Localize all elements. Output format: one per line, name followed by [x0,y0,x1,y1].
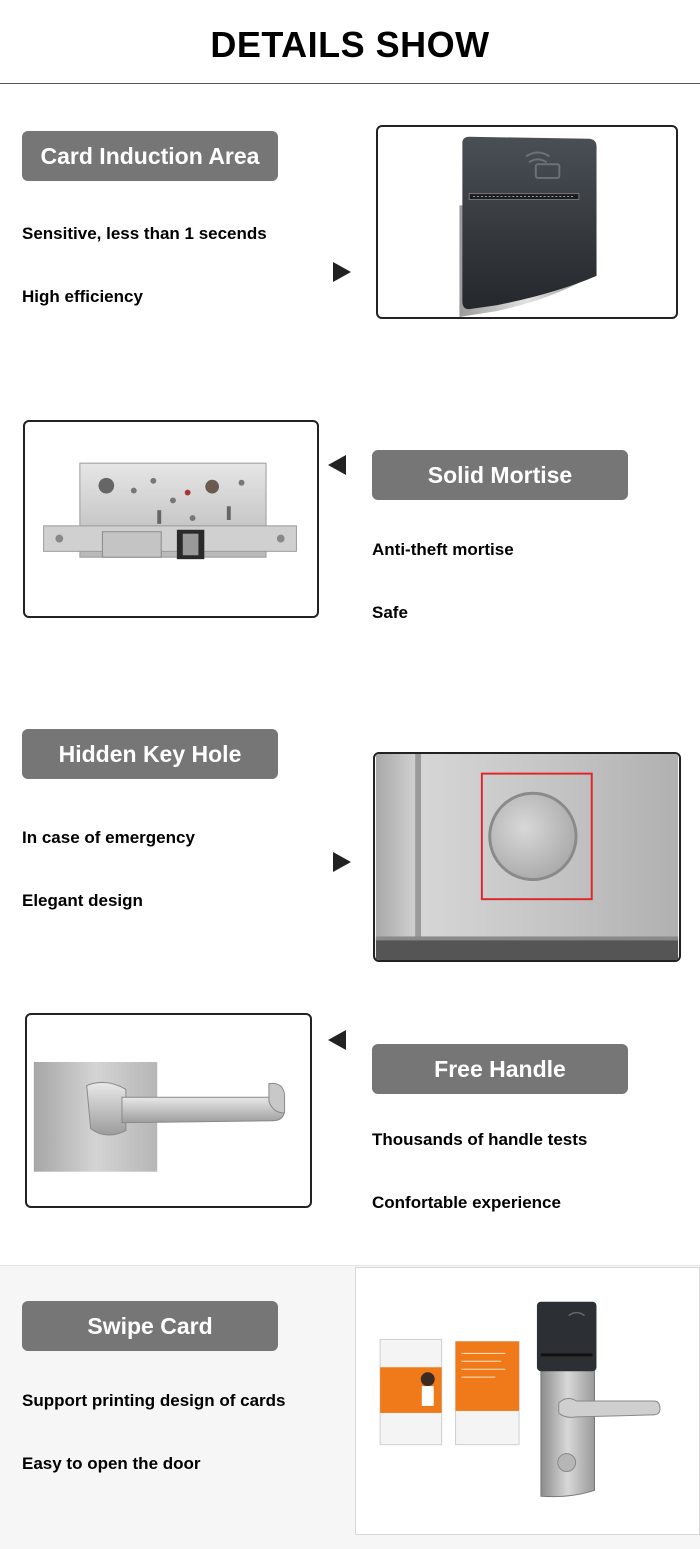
page-header: DETAILS SHOW [0,0,700,84]
swipe-card-image [355,1267,700,1535]
section-title-solid-mortise: Solid Mortise [372,450,628,500]
arrow-left-icon [328,455,346,475]
section-line-1: Anti-theft mortise [372,540,514,559]
card-reader-lock-icon [459,136,597,317]
key-hole-image [373,752,681,962]
section-line-1: Support printing design of cards [22,1391,286,1410]
arrow-left-icon [328,1030,346,1050]
section-line-1: In case of emergency [22,828,195,847]
section-title-swipe-card: Swipe Card [22,1301,278,1351]
section-title-hidden-key-hole: Hidden Key Hole [22,729,278,779]
section-line-2: High efficiency [22,287,143,306]
handle-image [25,1013,312,1208]
section-line-1: Thousands of handle tests [372,1130,588,1149]
door-handle-icon [33,1062,286,1172]
arrow-right-icon [333,852,351,872]
cards-and-lock-icon [379,1301,661,1498]
card-reader-image [376,125,678,319]
section-line-2: Safe [372,603,408,622]
mortise-image [23,420,319,618]
mortise-lock-icon [43,462,297,560]
section-line-2: Confortable experience [372,1193,561,1212]
section-line-2: Easy to open the door [22,1454,201,1473]
page-title: DETAILS SHOW [210,24,490,65]
section-title-card-induction: Card Induction Area [22,131,278,181]
section-line-2: Elegant design [22,891,143,910]
arrow-right-icon [333,262,351,282]
key-hole-icon [375,754,679,960]
section-line-1: Sensitive, less than 1 secends [22,224,267,243]
section-title-free-handle: Free Handle [372,1044,628,1094]
